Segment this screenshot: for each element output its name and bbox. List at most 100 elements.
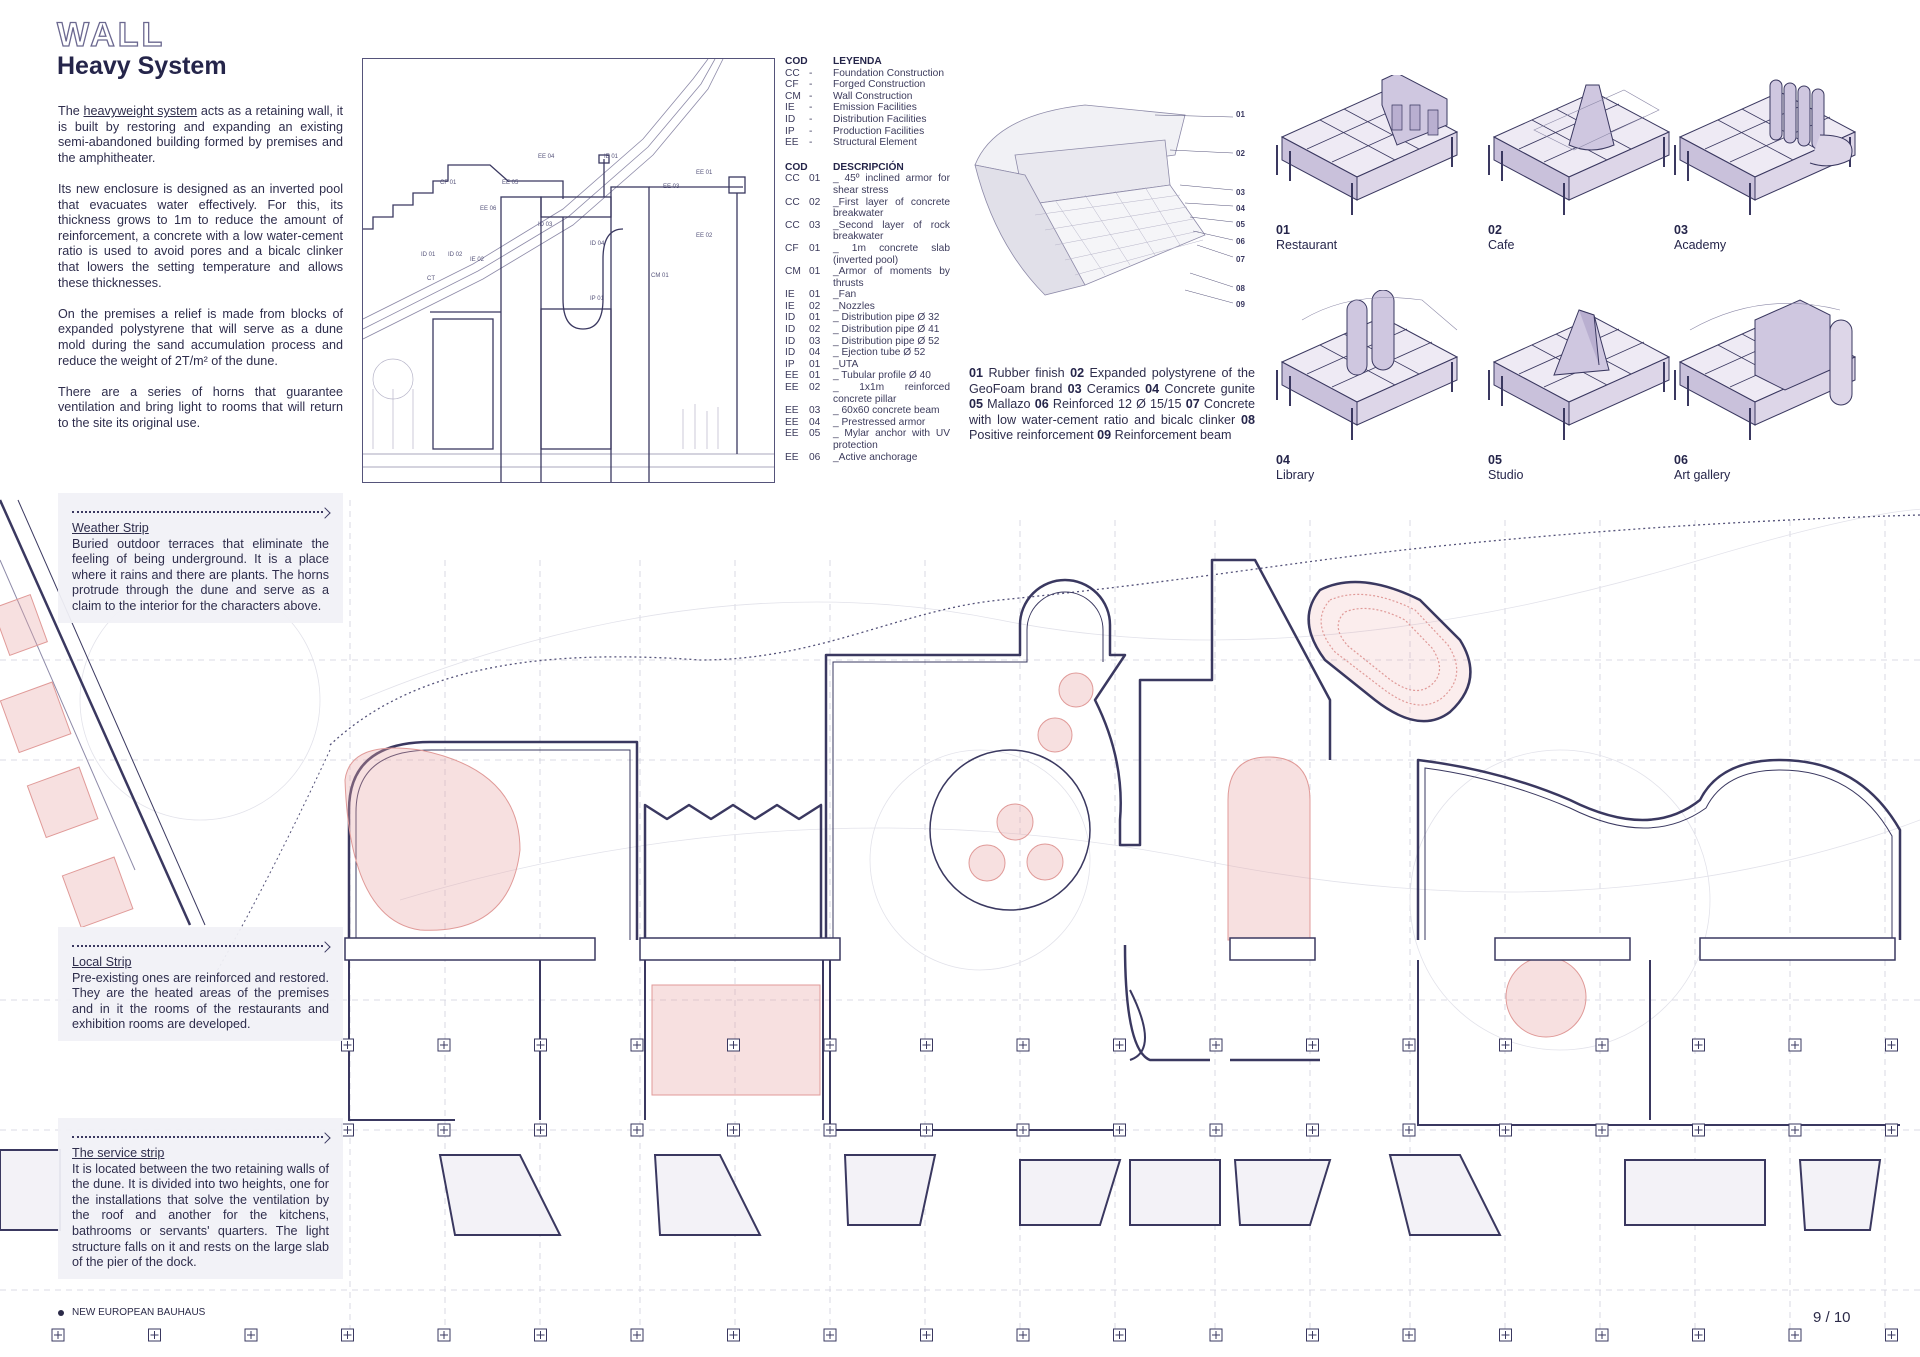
section-callout: ID 02 bbox=[448, 252, 463, 258]
description-code: IE bbox=[785, 300, 795, 312]
legend-row: CM-Wall Construction bbox=[785, 91, 950, 103]
description-code: EE bbox=[785, 405, 799, 417]
arrow-right-icon bbox=[72, 931, 323, 947]
page-title: Heavy System bbox=[57, 52, 227, 80]
pink-zones-left bbox=[0, 594, 134, 929]
wall-layer-callout: 09 bbox=[1236, 300, 1245, 309]
structural-markers bbox=[51, 1038, 1898, 1342]
wall-layer-callout: 01 bbox=[1236, 110, 1245, 119]
legend-dash: - bbox=[809, 79, 813, 91]
intro-paragraph-3: On the premises a relief is made from bl… bbox=[58, 306, 343, 368]
description-code: ID bbox=[785, 312, 796, 324]
strip-text: Pre-existing ones are reinforced and res… bbox=[72, 970, 329, 1032]
description-code: CF bbox=[785, 242, 799, 254]
material-text: Rubber finish bbox=[983, 366, 1071, 380]
bullet-dot-icon bbox=[58, 1309, 64, 1316]
legend-dash: - bbox=[809, 137, 813, 149]
building-name: Studio bbox=[1488, 468, 1524, 482]
description-text: _First layer of concrete breakwater bbox=[833, 196, 950, 220]
legend-text: Production Facilities bbox=[833, 125, 925, 137]
material-text: Ceramics bbox=[1081, 381, 1146, 396]
description-number: 01 bbox=[809, 370, 821, 382]
wall-layer-callout: 07 bbox=[1236, 255, 1245, 264]
description-number: 04 bbox=[809, 416, 821, 428]
description-code: CC bbox=[785, 173, 800, 185]
page-number: 9 / 10 bbox=[1813, 1309, 1851, 1326]
material-text: Expanded polystyrene of the GeoFoam bran… bbox=[969, 366, 1255, 396]
col-cod: COD bbox=[785, 161, 808, 173]
col-legend: LEYENDA bbox=[833, 56, 882, 67]
materials-list: 01 Rubber finish 02 Expanded polystyrene… bbox=[969, 366, 1255, 444]
description-number: 02 bbox=[809, 300, 821, 312]
section-callout: EE 01 bbox=[696, 170, 713, 176]
strip-title: Weather Strip bbox=[72, 521, 149, 535]
intro-paragraph-4: There are a series of horns that guarant… bbox=[58, 384, 343, 430]
building-number: 03 bbox=[1674, 223, 1688, 237]
building-number: 01 bbox=[1276, 223, 1290, 237]
cafe-axonometric bbox=[1488, 84, 1670, 216]
intro-text: The heavyweight system acts as a retaini… bbox=[58, 104, 343, 447]
description-text: _ Prestressed armor bbox=[833, 416, 926, 428]
material-number: 04 bbox=[1145, 381, 1160, 396]
footer-brand: NEW EUROPEAN BAUHAUS bbox=[58, 1307, 205, 1318]
description-code: EE bbox=[785, 451, 799, 463]
description-number: 01 bbox=[809, 358, 821, 370]
art-gallery-axonometric bbox=[1674, 299, 1856, 441]
local-strip-band bbox=[344, 937, 1896, 961]
material-text: Concrete gunite bbox=[1159, 381, 1255, 396]
building-name: Cafe bbox=[1488, 238, 1515, 252]
intro-text-segment: The bbox=[58, 104, 84, 118]
description-number: 01 bbox=[809, 289, 821, 301]
legend-dash: - bbox=[809, 67, 813, 79]
wall-layer-callout: 05 bbox=[1236, 220, 1245, 229]
material-number: 09 bbox=[1097, 428, 1112, 443]
intro-text-segment: acts as a retaining wall, it is built by… bbox=[58, 104, 343, 165]
legend-row: IE-Emission Facilities bbox=[785, 102, 950, 114]
description-number: 02 bbox=[809, 324, 821, 336]
section-callout: EE 03 bbox=[663, 184, 680, 190]
legend-row: IP-Production Facilities bbox=[785, 126, 950, 138]
material-number: 07 bbox=[1185, 397, 1200, 412]
material-text: Concrete with low water-cement ratio and… bbox=[969, 397, 1255, 427]
section-callout: IE 02 bbox=[470, 257, 485, 263]
wall-layers-axonometric bbox=[974, 104, 1234, 304]
legend-dash: - bbox=[809, 90, 813, 102]
material-number: 01 bbox=[969, 366, 984, 380]
strip-text: It is located between the two retaining … bbox=[72, 1161, 329, 1270]
section-callout: EE 06 bbox=[480, 206, 497, 212]
local-strip-note: Local Strip Pre-existing ones are reinfo… bbox=[58, 927, 343, 1041]
description-number: 01 bbox=[809, 266, 821, 278]
col-description: DESCRIPCIÓN bbox=[833, 161, 904, 173]
section-callout: ID 03 bbox=[538, 222, 553, 228]
material-number: 06 bbox=[1034, 397, 1049, 412]
retaining-wall-upper bbox=[347, 558, 1902, 1062]
studio-axonometric bbox=[1488, 309, 1670, 441]
pink-oval-pool bbox=[1307, 580, 1472, 723]
col-cod: COD bbox=[785, 56, 808, 67]
legend-code: EE bbox=[785, 137, 799, 149]
building-name: Art gallery bbox=[1674, 468, 1731, 482]
service-rooms bbox=[0, 1149, 1882, 1236]
arrow-right-icon bbox=[72, 1122, 323, 1138]
pink-zones bbox=[344, 672, 1587, 1096]
description-number: 02 bbox=[809, 196, 821, 208]
material-number: 03 bbox=[1067, 381, 1082, 396]
legend-text: Emission Facilities bbox=[833, 102, 917, 114]
description-number: 04 bbox=[809, 347, 821, 359]
legend-dash: - bbox=[809, 113, 813, 125]
